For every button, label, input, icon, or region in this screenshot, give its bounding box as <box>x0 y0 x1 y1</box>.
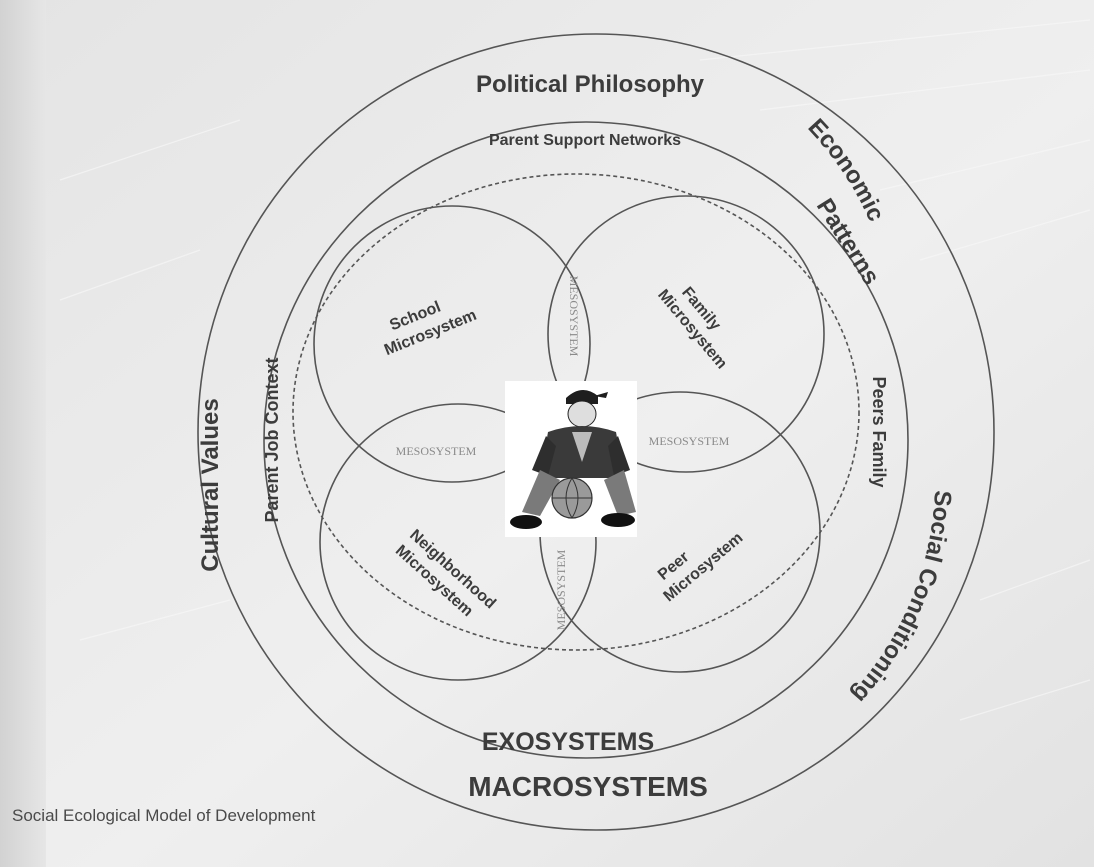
mesosystem-boundary <box>292 173 860 651</box>
exosystems-label: EXOSYSTEMS <box>482 728 654 756</box>
peers-family-label: Peers Family <box>869 376 889 487</box>
cultural-values-label: Cultural Values <box>197 398 224 571</box>
macrosystem-ring <box>197 33 995 831</box>
mesosystem-label-top: MESOSYSTEM <box>567 276 581 357</box>
mesosystem-label-left: MESOSYSTEM <box>396 444 477 458</box>
binding-edge <box>0 0 46 867</box>
paper-texture <box>59 19 1091 721</box>
child-figure <box>505 381 637 537</box>
parent-job-context-label: Parent Job Context <box>262 357 282 522</box>
macrosystems-label: MACROSYSTEMS <box>468 771 708 802</box>
neighborhood-microsystem-circle <box>319 403 597 681</box>
political-philosophy-label: Political Philosophy <box>476 71 705 98</box>
diagram-caption: Social Ecological Model of Development <box>12 806 316 825</box>
family-microsystem-circle <box>547 195 825 473</box>
exosystem-ring <box>263 121 909 759</box>
mesosystem-label-right: MESOSYSTEM <box>649 434 730 448</box>
school-microsystem-circle <box>313 205 591 483</box>
parent-support-networks-label: Parent Support Networks <box>489 132 681 149</box>
mesosystem-label-bottom: MESOSYSTEM <box>554 549 568 630</box>
